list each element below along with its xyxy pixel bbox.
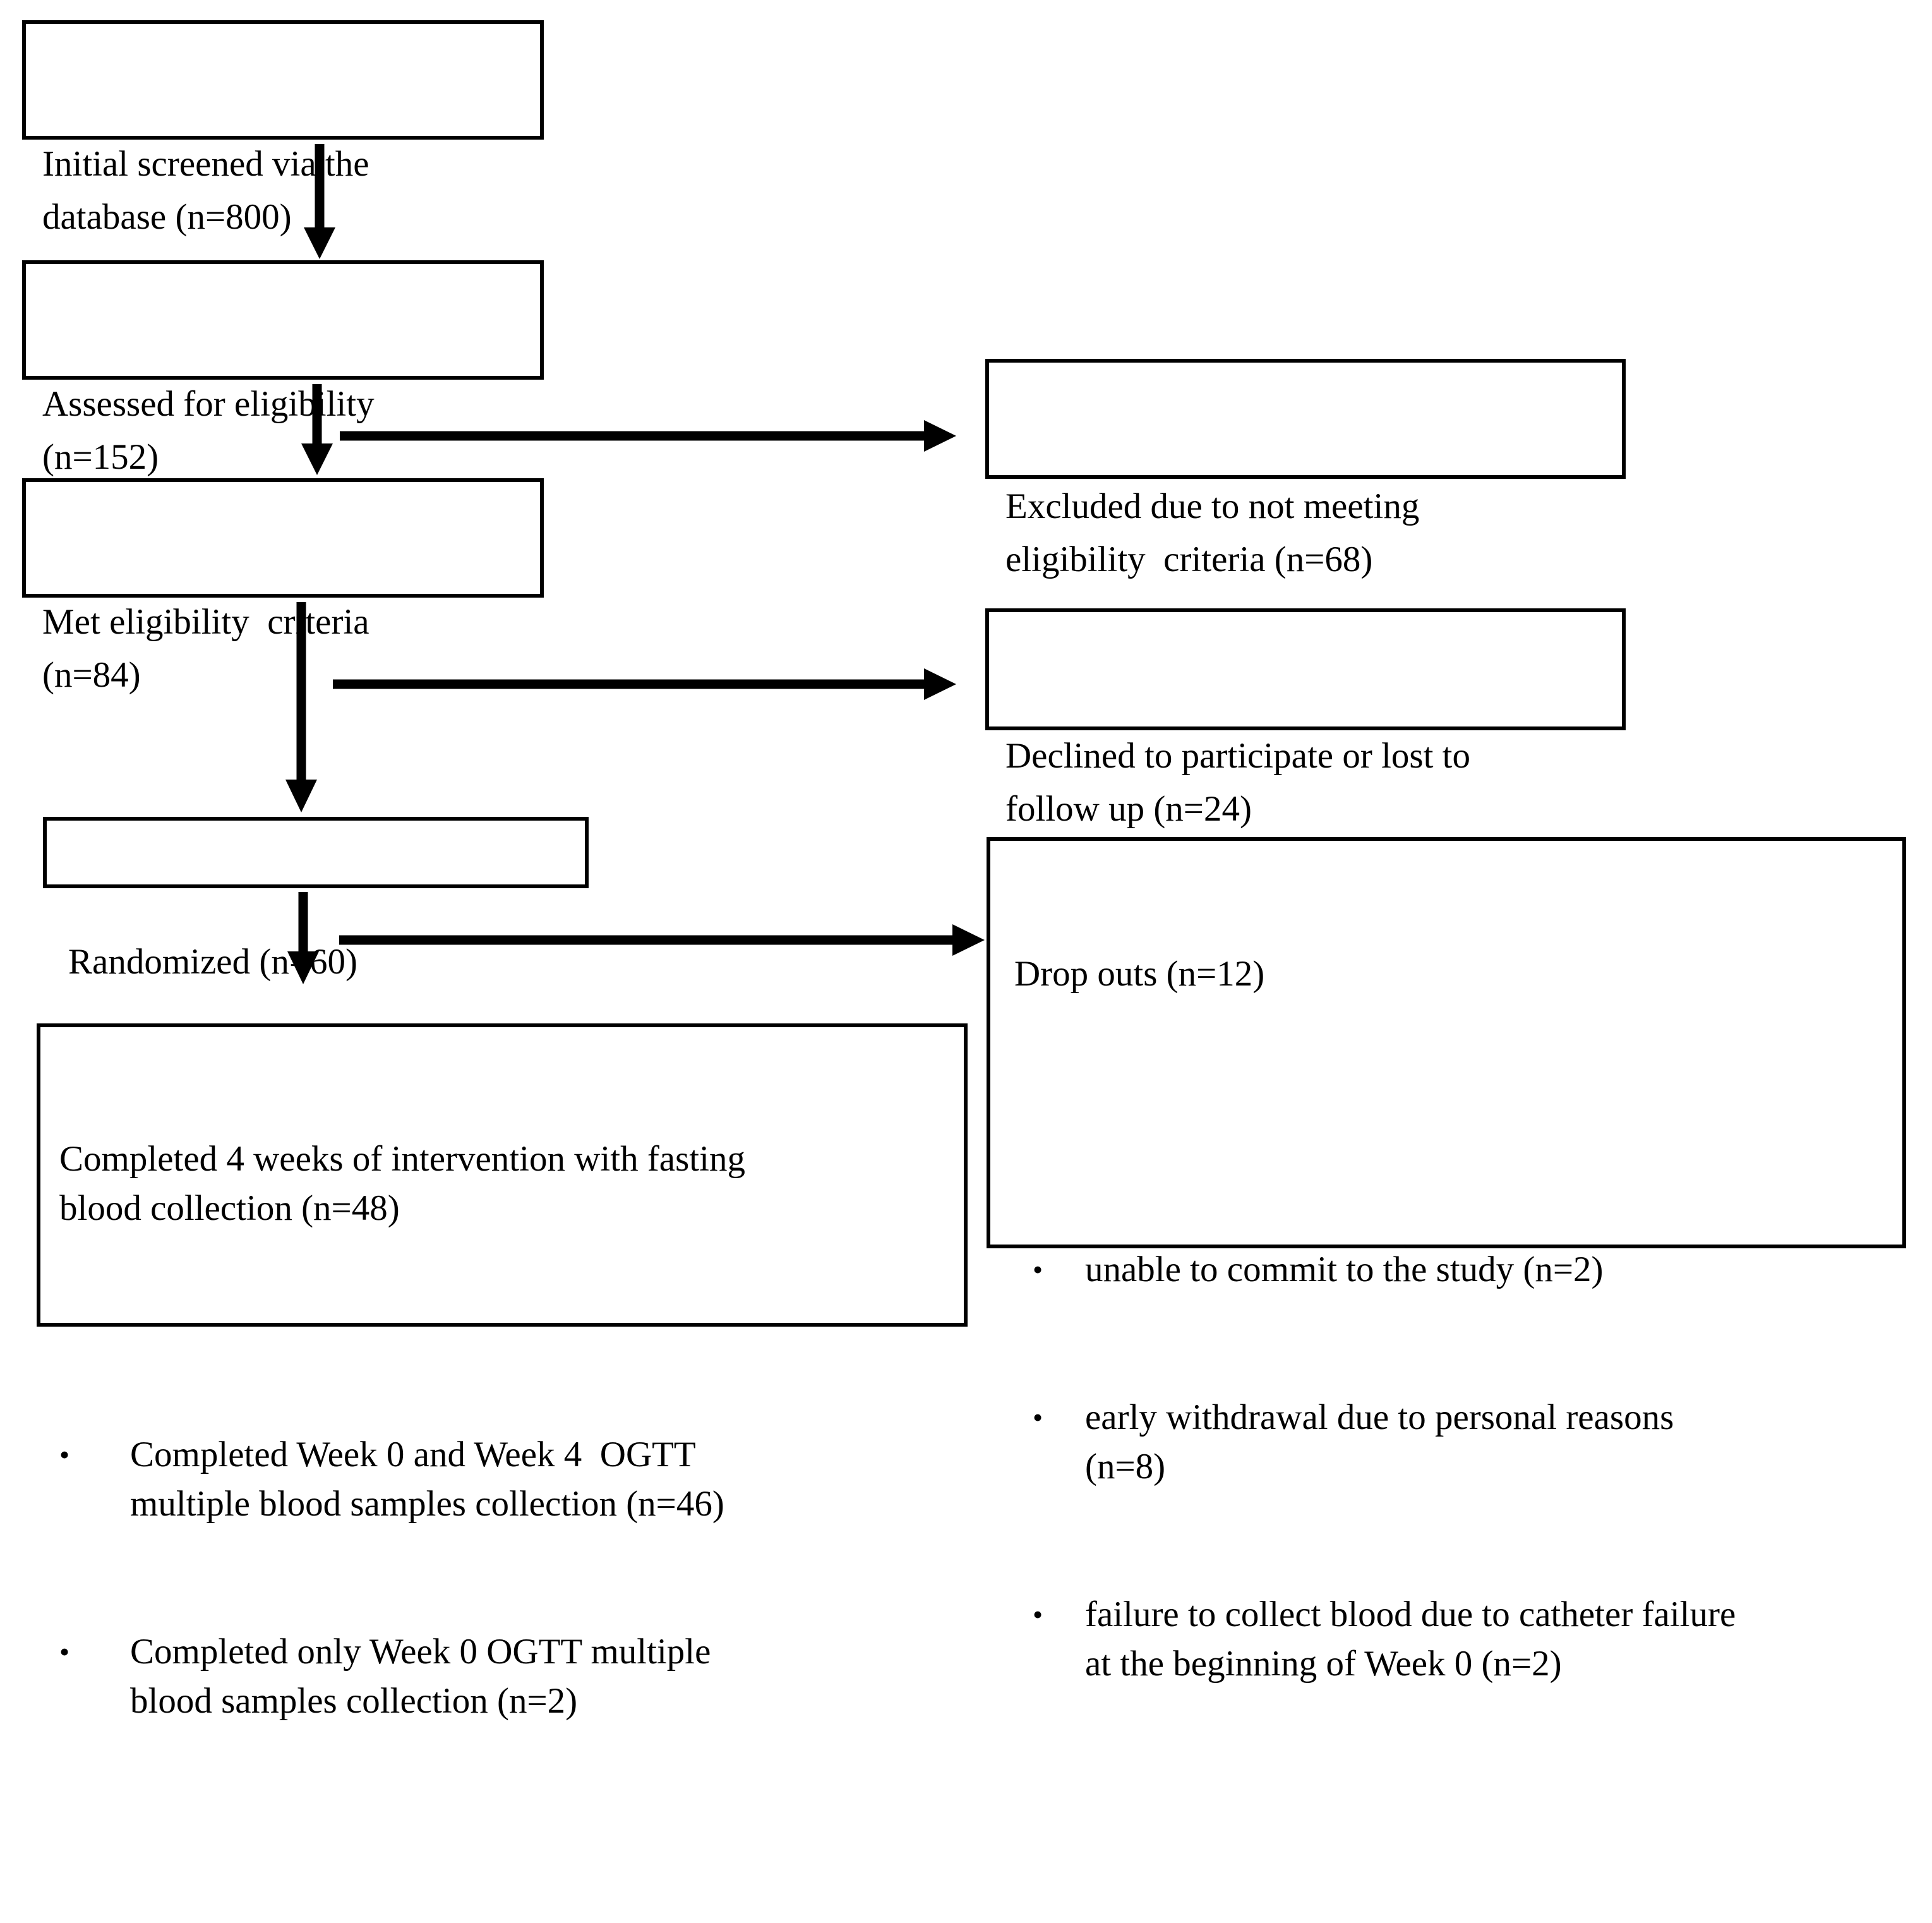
arrow-met-to-randomized	[285, 602, 317, 812]
flow-diagram: Initial screened via the database (n=800…	[22, 20, 1906, 1721]
list-item: • unable to commit to the study (n=2)	[990, 1245, 1902, 1294]
box-randomized: Randomized (n=60)	[43, 817, 589, 982]
bullet-icon: •	[1032, 1598, 1043, 1631]
list-item: • failure to collect blood due to cathet…	[990, 1590, 1902, 1689]
box-met-eligibility: Met eligibility criteria (n=84)	[22, 478, 544, 695]
box-completed: Completed 4 weeks of intervention with f…	[37, 1023, 968, 1721]
box-completed-title: Completed 4 weeks of intervention with f…	[59, 1139, 745, 1228]
box-declined-text: Declined to participate or lost to follo…	[1005, 736, 1471, 829]
arrow-to-excluded	[340, 420, 956, 452]
box-assessed-eligibility: Assessed for eligibility (n=152)	[22, 260, 544, 477]
box-assessed-eligibility-text: Assessed for eligibility (n=152)	[42, 384, 375, 477]
box-initial-screened: Initial screened via the database (n=800…	[22, 20, 544, 237]
bullet-icon: •	[59, 1636, 70, 1668]
box-dropouts: Drop outs (n=12) • unable to commit to t…	[987, 837, 1906, 1684]
box-declined: Declined to participate or lost to follo…	[985, 608, 1626, 829]
arrow-to-dropouts	[339, 924, 985, 956]
completed-detail: Completed Week 0 and Week 4 OGTT multipl…	[130, 1435, 724, 1524]
arrow-to-declined	[333, 668, 956, 700]
list-item: • Completed Week 0 and Week 4 OGTT multi…	[40, 1430, 964, 1529]
completed-bullet-list: • Completed Week 0 and Week 4 OGTT multi…	[40, 1332, 964, 1824]
list-item: • early withdrawal due to personal reaso…	[990, 1393, 1902, 1492]
box-excluded: Excluded due to not meeting eligibility …	[985, 359, 1626, 579]
dropouts-bullet-list: • unable to commit to the study (n=2) • …	[990, 1147, 1902, 1787]
completed-detail: Completed only Week 0 OGTT multiple bloo…	[130, 1632, 711, 1721]
box-initial-screened-text: Initial screened via the database (n=800…	[42, 144, 369, 237]
bullet-icon: •	[1032, 1253, 1043, 1286]
dropout-reason: unable to commit to the study (n=2)	[1085, 1250, 1604, 1289]
box-met-eligibility-text: Met eligibility criteria (n=84)	[42, 602, 369, 695]
bullet-icon: •	[59, 1438, 70, 1471]
arrow-randomized-to-completed	[287, 892, 319, 984]
dropout-reason: failure to collect blood due to catheter…	[1085, 1594, 1736, 1684]
dropout-reason: early withdrawal due to personal reasons…	[1085, 1397, 1674, 1486]
list-item: • Completed only Week 0 OGTT multiple bl…	[40, 1627, 964, 1726]
box-randomized-text: Randomized (n=60)	[68, 942, 357, 982]
box-dropouts-title: Drop outs (n=12)	[1014, 954, 1265, 994]
arrow-initial-to-assessed	[304, 144, 335, 259]
box-excluded-text: Excluded due to not meeting eligibility …	[1005, 486, 1420, 579]
bullet-icon: •	[1032, 1401, 1043, 1433]
arrows-layer	[285, 144, 985, 984]
arrow-assessed-to-met	[301, 384, 333, 475]
